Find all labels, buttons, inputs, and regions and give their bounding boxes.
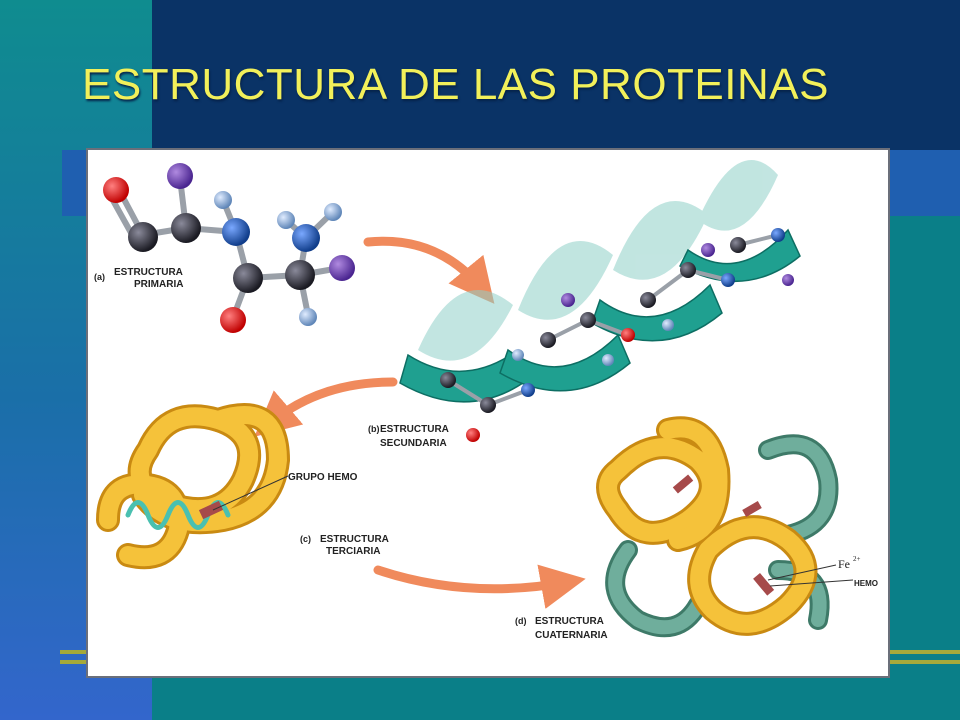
background-top-panel bbox=[152, 0, 960, 155]
hemo-pointer-line-2 bbox=[769, 579, 854, 587]
tertiary-structure-protein bbox=[96, 403, 290, 570]
panel-a-letter: (a) bbox=[94, 272, 105, 282]
primary-structure-molecule bbox=[103, 163, 355, 333]
grupo-hemo-label: GRUPO HEMO bbox=[288, 472, 358, 483]
hemo-label: HEMO bbox=[854, 579, 878, 588]
panel-b-label-line2: SECUNDARIA bbox=[380, 438, 447, 449]
panel-c-label-line1: ESTRUCTURA bbox=[320, 534, 389, 545]
panel-a-label-line2: PRIMARIA bbox=[134, 279, 183, 290]
slide-title: ESTRUCTURA DE LAS PROTEINAS bbox=[82, 60, 829, 109]
arrow-secondary-to-tertiary bbox=[254, 377, 398, 437]
panel-b-label-line1: ESTRUCTURA bbox=[380, 424, 449, 435]
protein-structure-figure: (a) ESTRUCTURA PRIMARIA bbox=[86, 148, 890, 678]
arrow-tertiary-to-quaternary bbox=[373, 564, 586, 609]
hemo-pointer-line bbox=[212, 475, 289, 511]
iron-pointer-line bbox=[767, 564, 837, 581]
panel-b-letter: (b) bbox=[368, 424, 380, 434]
iron-label: Fe bbox=[838, 557, 850, 571]
panel-d-letter: (d) bbox=[515, 616, 527, 626]
iron-charge-label: 2+ bbox=[853, 555, 861, 563]
arrow-primary-to-secondary bbox=[363, 236, 495, 304]
protein-structure-illustration: (a) ESTRUCTURA PRIMARIA bbox=[94, 160, 878, 641]
panel-a-label-line1: ESTRUCTURA bbox=[114, 267, 183, 278]
quaternary-structure-protein bbox=[596, 416, 839, 638]
panel-d-label-line1: ESTRUCTURA bbox=[535, 616, 604, 627]
panel-c-letter: (c) bbox=[300, 534, 311, 544]
panel-d-label-line2: CUATERNARIA bbox=[535, 630, 608, 641]
panel-c-label-line2: TERCIARIA bbox=[326, 546, 380, 557]
secondary-structure-helix bbox=[399, 160, 801, 442]
